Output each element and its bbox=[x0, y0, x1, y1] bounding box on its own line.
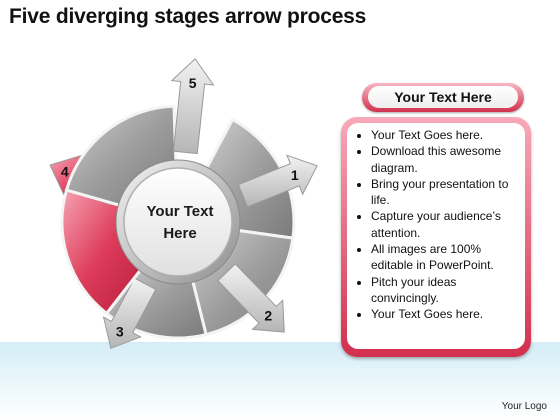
bullet-item: Your Text Goes here. bbox=[371, 306, 521, 322]
stage-number-5: 5 bbox=[189, 75, 197, 91]
bullet-item: Pitch your ideas convincingly. bbox=[371, 274, 521, 307]
stage-number-4: 4 bbox=[61, 164, 69, 180]
text-panel: Your Text Goes here. Download this aweso… bbox=[341, 117, 531, 357]
page-title: Five diverging stages arrow process bbox=[9, 5, 367, 28]
bullet-item: All images are 100% editable in PowerPoi… bbox=[371, 241, 521, 274]
bullet-item: Bring your presentation to life. bbox=[371, 176, 521, 209]
stage-number-1: 1 bbox=[291, 167, 299, 183]
stage-arrow-2 bbox=[217, 263, 285, 333]
hub-text-line2: Here bbox=[163, 225, 196, 242]
stage-number-3: 3 bbox=[116, 323, 124, 339]
hub-circle bbox=[123, 167, 233, 277]
panel-heading: Your Text Here bbox=[368, 86, 518, 108]
bullet-item: Download this awesome diagram. bbox=[371, 143, 521, 176]
stage-arrow-3 bbox=[102, 277, 157, 349]
bullet-item: Your Text Goes here. bbox=[371, 127, 521, 143]
stage-arrow-1 bbox=[237, 154, 318, 208]
hub-text-line1: Your Text bbox=[147, 203, 214, 220]
stage-number-2: 2 bbox=[264, 308, 272, 324]
bullet-list: Your Text Goes here. Download this aweso… bbox=[347, 123, 525, 323]
text-panel-inner: Your Text Goes here. Download this aweso… bbox=[347, 123, 525, 349]
panel-heading-pill: Your Text Here bbox=[362, 83, 524, 112]
stage-arrow-5 bbox=[170, 58, 215, 155]
footer-logo-text: Your Logo bbox=[501, 401, 547, 412]
bullet-item: Capture your audience’s attention. bbox=[371, 208, 521, 241]
